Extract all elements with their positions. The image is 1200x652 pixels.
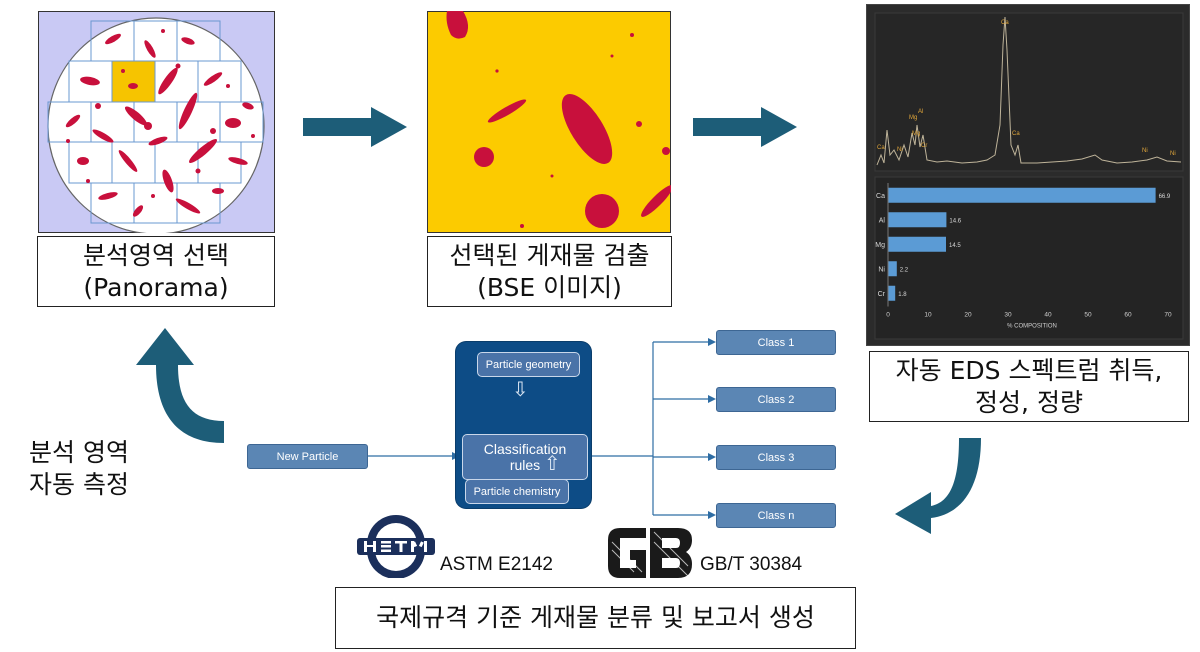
peak-label: Ca — [1012, 131, 1020, 137]
new-particle-box: New Particle — [247, 444, 368, 469]
panorama-tile-grid — [47, 20, 264, 224]
class-3-box: Class 3 — [716, 445, 836, 470]
class-2-box: Class 2 — [716, 387, 836, 412]
panorama-particles — [65, 29, 255, 217]
bse-caption: 선택된 게재물 검출 (BSE 이미지) — [427, 236, 672, 307]
composition-bar — [888, 187, 1156, 203]
class-n-box: Class n — [716, 503, 836, 528]
composition-x-ticks: 0 10 20 30 40 50 60 70 — [886, 312, 1172, 319]
value-label: 14.6 — [949, 218, 961, 224]
peak-label: Mg — [912, 131, 920, 137]
arrow-up-icon: ⇧ — [544, 451, 561, 475]
class-1-box: Class 1 — [716, 330, 836, 355]
panorama-image — [38, 11, 275, 235]
particle-chemistry-box: Particle chemistry — [465, 479, 569, 504]
peak-label: Ni — [1170, 151, 1176, 157]
spectrum-frame — [874, 12, 1184, 172]
panorama-caption: 분석영역 선택 (Panorama) — [37, 236, 275, 307]
x-tick-label: 50 — [1084, 312, 1092, 319]
arrow-down-icon: ⇩ — [512, 377, 529, 401]
composition-bar — [888, 236, 946, 252]
arrow-right-icon — [303, 107, 407, 147]
gb-logo-icon — [608, 528, 692, 578]
category-label: Mg — [875, 242, 885, 249]
astm-standard-label: ASTM E2142 — [440, 554, 553, 575]
peak-label: Ca — [877, 145, 885, 151]
bse-figure — [427, 11, 673, 233]
eds-caption: 자동 EDS 스펙트럼 취득, 정성, 정량 — [869, 351, 1189, 422]
spectrum-line — [876, 16, 1182, 166]
composition-bar — [888, 285, 896, 301]
composition-bar — [888, 212, 947, 228]
classification-rules-box: Classification rules — [462, 434, 588, 480]
spectrum-peak-labels: Ca Mg Al Mg Cr Ni Ca Ca Ni Ni — [877, 20, 1176, 157]
value-label: 66.9 — [1159, 194, 1171, 200]
x-tick-label: 20 — [964, 312, 972, 319]
peak-label: Ni — [1142, 148, 1148, 154]
composition-bar — [888, 261, 897, 277]
peak-label: Ca — [1001, 20, 1009, 26]
composition-frame — [874, 176, 1184, 340]
x-tick-label: 0 — [886, 312, 890, 319]
curved-arrow-up-icon — [136, 328, 224, 443]
x-tick-label: 40 — [1044, 312, 1052, 319]
astm-logo-icon — [357, 515, 435, 578]
composition-bars: Ca 66.9Al 14.6Mg 14.5Ni 2.2Cr 1.8 — [875, 187, 1171, 301]
category-label: Cr — [878, 291, 886, 298]
bse-background — [427, 11, 671, 233]
peak-label: Ni — [897, 147, 903, 153]
category-label: Al — [879, 217, 886, 224]
particle-geometry-box: Particle geometry — [477, 352, 580, 377]
panorama-selected-tile — [112, 61, 155, 102]
astm-logo-letters — [364, 541, 427, 552]
value-label: 14.5 — [949, 243, 961, 249]
value-label: 2.2 — [900, 267, 909, 273]
x-tick-label: 70 — [1164, 312, 1172, 319]
gb-standard-label: GB/T 30384 — [700, 554, 803, 575]
x-tick-label: 10 — [924, 312, 932, 319]
peak-label: Cr — [921, 143, 927, 149]
x-tick-label: 30 — [1004, 312, 1012, 319]
value-label: 1.8 — [898, 292, 907, 298]
peak-label: Al — [918, 109, 923, 115]
x-tick-label: 60 — [1124, 312, 1132, 319]
bse-image — [427, 11, 673, 233]
auto-measure-label: 분석 영역 자동 측정 — [29, 438, 129, 499]
x-axis-title: % COMPOSITION — [1007, 324, 1057, 330]
bse-particles — [446, 11, 673, 228]
panorama-figure — [38, 11, 275, 235]
peak-label: Mg — [909, 115, 917, 121]
arrow-right-icon-2 — [693, 107, 797, 147]
report-caption: 국제규격 기준 게재물 분류 및 보고서 생성 — [335, 587, 856, 649]
category-label: Ni — [878, 266, 885, 273]
category-label: Ca — [876, 193, 885, 200]
curved-arrow-down-icon — [895, 438, 981, 534]
